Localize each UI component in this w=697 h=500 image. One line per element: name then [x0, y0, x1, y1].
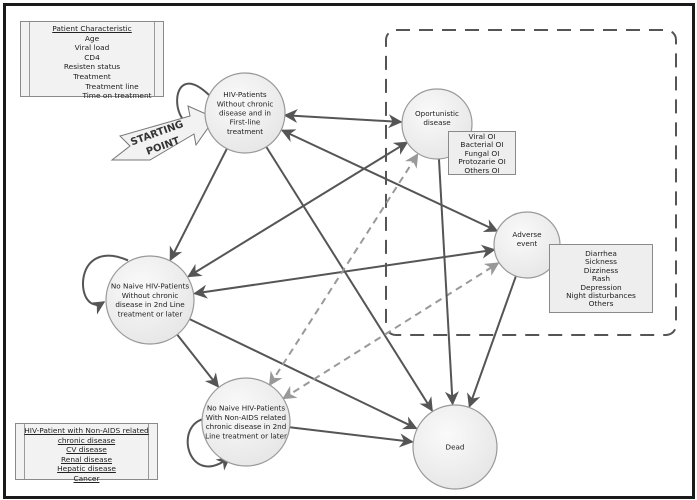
edge-first_line-to-second_line: [169, 148, 228, 262]
node-dead: Dead: [412, 404, 498, 490]
node-label: First-line: [230, 118, 261, 127]
edge-adverse-to-second_line: [193, 244, 496, 299]
node-circle: [105, 255, 195, 345]
characteristic-item: Viral load: [74, 43, 110, 53]
oi-type-item: Fungal OI: [464, 148, 500, 158]
adverse-type-item: Night disturbances: [566, 291, 636, 301]
edge-chronic-to-adverse: [282, 262, 500, 400]
adverse-type-item: Diarrhea: [585, 249, 617, 258]
adverse-type-item: Others: [588, 299, 614, 309]
edge-chronic-to-chronic: [186, 417, 231, 471]
adverse-type-item: Rash: [591, 274, 611, 284]
chronic-disease-item: Renal disease: [60, 454, 113, 464]
node-label: disease and in: [219, 109, 271, 118]
node-label: No Naive HIV-Patients: [207, 404, 285, 413]
adverse-type-item: Depression: [580, 282, 622, 292]
patient-characteristic-box: Patient Characteristic Age Viral load CD…: [20, 21, 164, 100]
oi-types-box: Viral OI Bacterial OI Fungal OI Protozar…: [448, 131, 516, 175]
node-label: disease in 2nd Line: [115, 300, 185, 309]
adverse-type-item: Dizziness: [583, 265, 619, 275]
edge-first_line-to-oi: [283, 109, 403, 129]
edge-second_line-to-chronic: [176, 333, 220, 388]
starting-point-arrow: STARTING POINT: [110, 105, 216, 161]
edge-adverse-to-dead: [467, 275, 517, 408]
node-label: chronic disease in 2nd: [206, 422, 287, 431]
node-label: Without chronic: [122, 291, 179, 300]
chronic-disease-box: HIV-Patient with Non-AIDS related chroni…: [15, 423, 158, 483]
node-label: event: [517, 239, 538, 248]
node-circle: [412, 404, 498, 490]
oi-type-item: Protozarie OI: [458, 157, 506, 167]
characteristic-item: Time on treatment: [82, 91, 152, 101]
oi-type-item: Bacterial OI: [460, 140, 504, 150]
node-label: Line treatment or later: [205, 431, 287, 440]
oi-type-item: Viral OI: [468, 132, 496, 141]
node-label: Without chronic: [217, 99, 274, 108]
node-label: Adverse: [512, 230, 542, 239]
characteristic-item: Age: [84, 33, 100, 43]
patient-characteristic-heading: Patient Characteristic: [52, 24, 132, 33]
edge-second_line-to-second_line: [82, 254, 129, 315]
characteristic-item: Treatment line: [85, 81, 139, 91]
node-circle: [201, 377, 291, 467]
node-label: With Non-AIDS related: [206, 413, 286, 422]
node-label: Oportunistic: [415, 109, 459, 118]
chronic-disease-heading: HIV-Patient with Non-AIDS related: [24, 426, 149, 435]
edge-oi-to-second_line: [187, 141, 409, 278]
node-label: Dead: [446, 443, 465, 452]
node-label: treatment or later: [118, 309, 183, 318]
node-label: HIV-Patients: [223, 90, 267, 99]
chronic-disease-heading: chronic disease: [57, 435, 116, 445]
chronic-disease-item: Cancer: [73, 473, 100, 483]
characteristic-item: CD4: [84, 52, 100, 62]
characteristic-item: Treatment: [73, 71, 111, 81]
chronic-disease-item: Hepatic disease: [57, 464, 116, 474]
node-circle: [204, 72, 286, 154]
edges-group: [82, 82, 517, 471]
edge-oi-to-dead: [437, 158, 459, 406]
characteristic-item: Resisten status: [63, 62, 121, 72]
oi-type-item: Others OI: [464, 165, 500, 175]
node-label: treatment: [227, 127, 263, 136]
adverse-type-item: Sickness: [584, 257, 618, 267]
adverse-types-box: Diarrhea Sickness Dizziness Rash Depress…: [549, 244, 653, 313]
node-label: disease: [423, 118, 451, 127]
edge-chronic-to-dead: [289, 426, 414, 448]
node-label: No Naive HIV-Patients: [111, 282, 189, 291]
chronic-disease-item: CV disease: [66, 445, 107, 455]
